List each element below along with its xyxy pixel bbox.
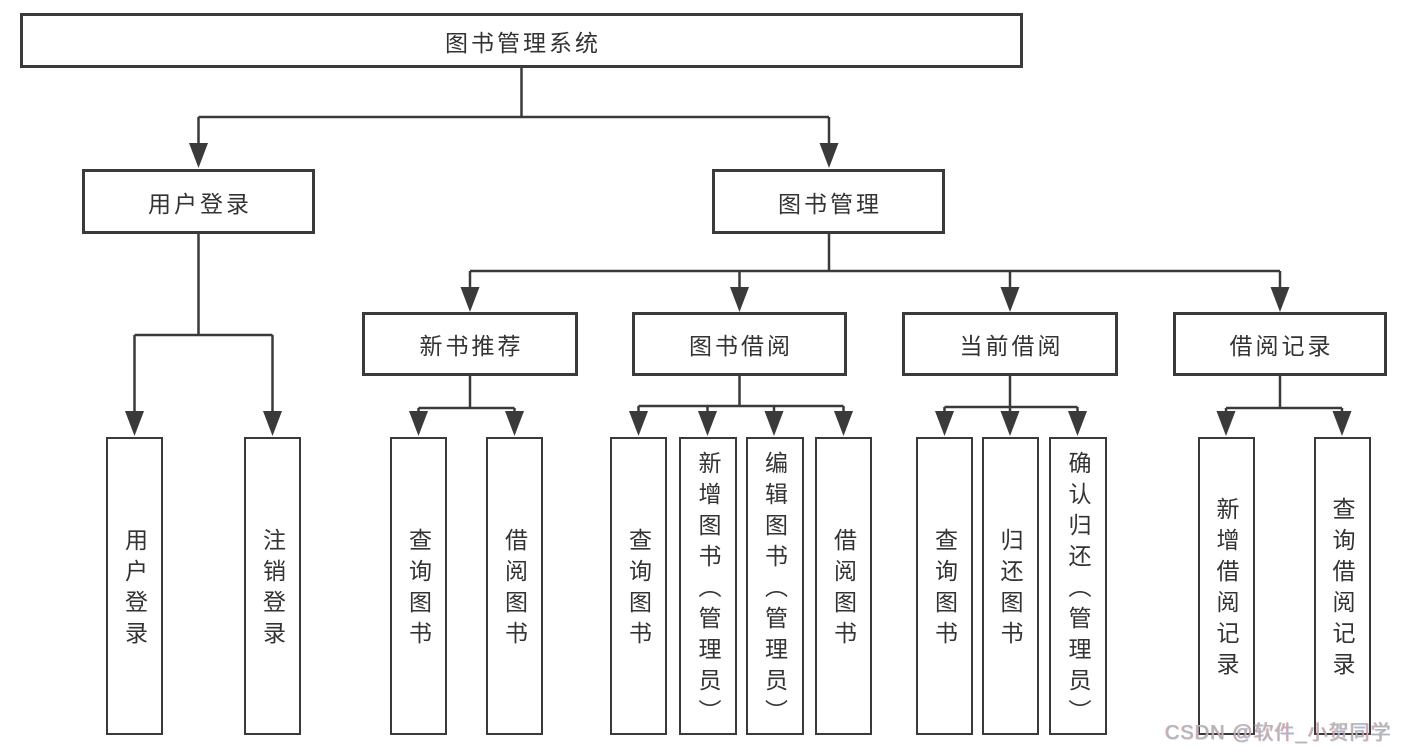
node-borrow-records-label: 借阅记录: [1229, 333, 1334, 359]
leaf-records-add-record-label: 新增借阅记录: [1213, 497, 1239, 683]
leaf-borrow-borrow-book: 借阅图书: [815, 437, 872, 735]
leaf-borrow-add-book-label: 新增图书（管理员）: [695, 450, 721, 730]
node-current-borrow: 当前借阅: [902, 312, 1118, 376]
node-borrow-records: 借阅记录: [1173, 312, 1387, 376]
node-book-management-label: 图书管理: [778, 190, 882, 217]
node-new-book-recommend: 新书推荐: [362, 312, 578, 376]
leaf-logout-label: 注销登录: [259, 528, 286, 652]
arrowheads: [125, 143, 1352, 436]
node-book-borrow-label: 图书借阅: [689, 333, 793, 359]
leaf-borrow-edit-book: 编辑图书（管理员）: [745, 437, 804, 735]
leaf-user-login-label: 用户登录: [121, 528, 148, 652]
leaf-recommend-borrow-book-label: 借阅图书: [501, 528, 528, 652]
leaf-recommend-borrow-book: 借阅图书: [486, 437, 543, 735]
leaf-borrow-query-book: 查询图书: [610, 437, 667, 735]
leaf-records-query-record-label: 查询借阅记录: [1329, 497, 1355, 683]
leaf-logout: 注销登录: [244, 437, 301, 735]
leaf-current-return-book: 归还图书: [981, 437, 1039, 735]
node-root: 图书管理系统: [20, 13, 1023, 68]
leaf-borrow-borrow-book-label: 借阅图书: [830, 528, 857, 652]
node-user-login-label: 用户登录: [148, 190, 252, 217]
node-book-borrow: 图书借阅: [632, 312, 847, 376]
node-book-management: 图书管理: [712, 169, 945, 234]
leaf-borrow-add-book: 新增图书（管理员）: [679, 437, 737, 735]
node-user-login: 用户登录: [82, 169, 315, 234]
leaf-recommend-query-book-label: 查询图书: [405, 528, 432, 652]
leaf-borrow-query-book-label: 查询图书: [625, 528, 652, 652]
leaf-current-return-book-label: 归还图书: [997, 528, 1023, 652]
leaf-records-query-record: 查询借阅记录: [1313, 437, 1371, 735]
leaf-borrow-edit-book-label: 编辑图书（管理员）: [761, 450, 788, 730]
leaf-current-query-book: 查询图书: [916, 437, 973, 735]
leaf-current-confirm-return: 确认归还（管理员）: [1049, 437, 1107, 735]
node-current-borrow-label: 当前借阅: [959, 333, 1064, 359]
node-root-label: 图书管理系统: [445, 29, 601, 56]
leaf-current-query-book-label: 查询图书: [931, 528, 958, 652]
node-new-book-recommend-label: 新书推荐: [419, 333, 524, 359]
leaf-user-login: 用户登录: [106, 437, 163, 735]
leaf-recommend-query-book: 查询图书: [390, 437, 447, 735]
leaf-records-add-record: 新增借阅记录: [1197, 437, 1255, 735]
leaf-current-confirm-return-label: 确认归还（管理员）: [1065, 450, 1091, 730]
